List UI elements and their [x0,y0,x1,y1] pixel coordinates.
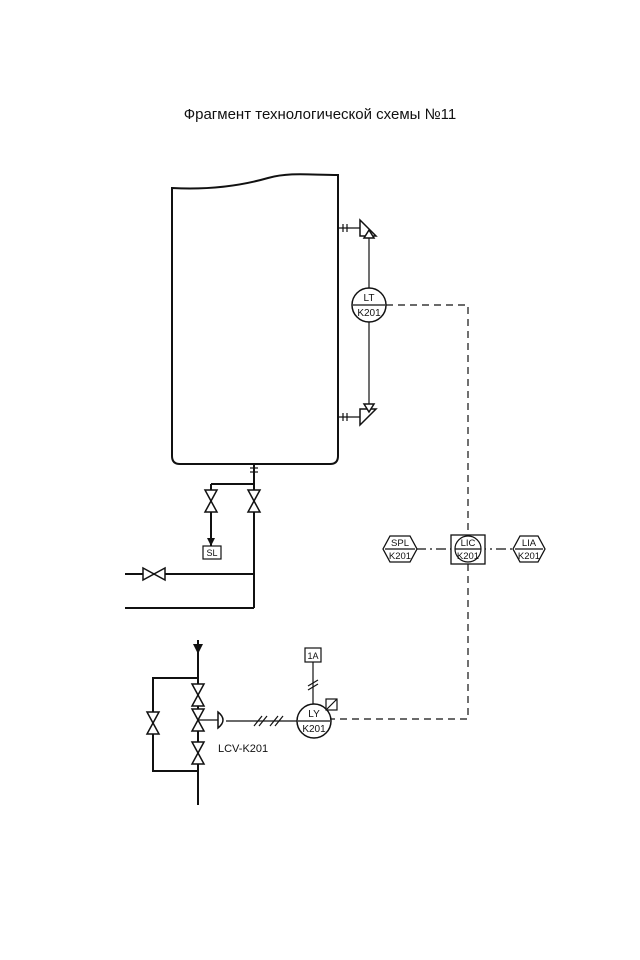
sample-point-sl: SL [202,545,222,560]
air-supply-1a: 1A [304,647,322,663]
arrow-up-icon [362,228,376,239]
bypass-loop [152,677,199,772]
tank-outlet [210,464,258,608]
flow-arrow-icon [193,644,203,654]
lt-tag: K201 [357,308,381,319]
arrow-down-icon [207,538,215,546]
upstream-block-valve-icon [190,683,206,707]
instrument-lt-k201: LT K201 [351,287,387,323]
control-valve-tag: LCV-K201 [218,743,268,755]
instrument-lic-k201: LIC K201 [450,534,486,565]
diagram-title: Фрагмент технологической схемы №11 [183,106,457,123]
air-line-hash [307,679,319,687]
lic-tag: K201 [457,551,479,562]
lia-label: LIA [522,538,537,549]
pneumatic-line-hash [253,715,263,727]
air-line-hash [307,683,319,691]
spl-tag: K201 [389,551,411,562]
lt-label: LT [364,293,375,304]
lower-level-tap [338,408,378,427]
ly-label: LY [308,709,320,720]
signal-line-lic-ly [331,564,469,720]
arrow-down-icon [362,403,376,414]
branch-valve-icon [142,566,166,582]
lic-label: LIC [461,538,476,549]
control-valve-lcv-k201 [190,708,224,732]
outlet-valve-icon [246,489,262,513]
sl-label: SL [206,548,217,558]
spl-label: SPL [391,538,409,549]
pneumatic-line-hash [274,715,284,727]
lia-tag: K201 [518,551,540,562]
tank-vessel [171,173,339,465]
downstream-block-valve-icon [190,741,206,765]
pneumatic-line-hash [269,715,279,727]
drain-valve-icon [203,489,219,513]
ly-tag: K201 [302,724,326,735]
signal-line-lt-lic [386,304,469,536]
air-supply-label: 1A [307,651,318,661]
positioner-box-icon [325,698,338,711]
instrument-lia-k201: LIA K201 [512,535,546,563]
instrument-spl-k201: SPL K201 [382,535,418,563]
bypass-valve-icon [145,711,161,735]
pneumatic-line-hash [258,715,268,727]
